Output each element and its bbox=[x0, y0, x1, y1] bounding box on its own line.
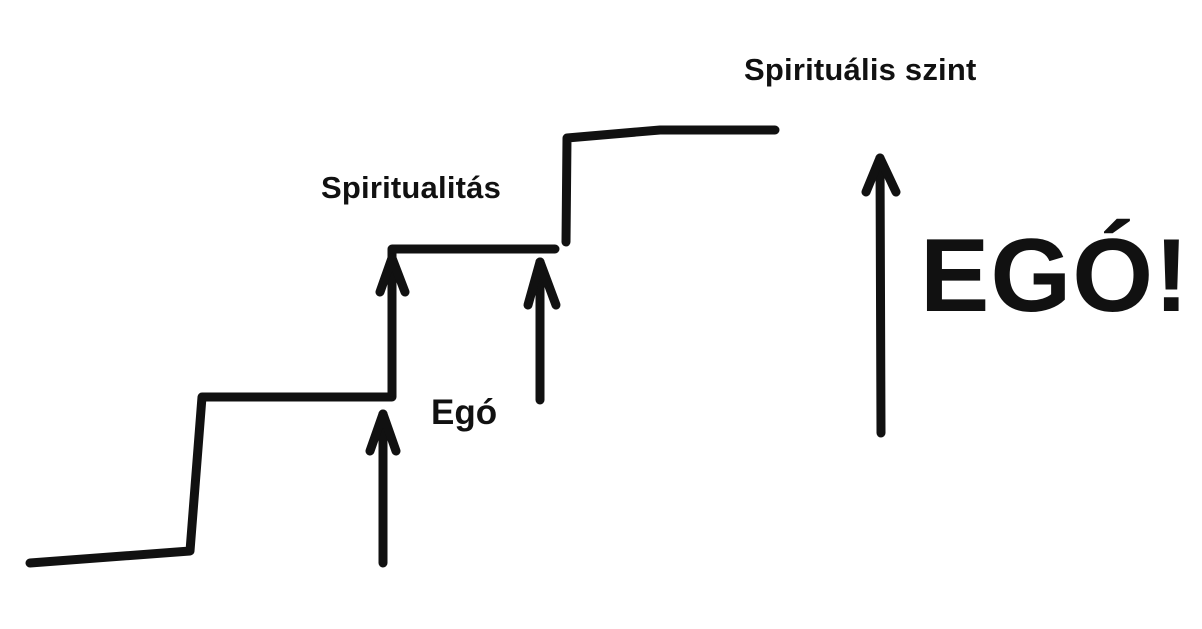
label-top-level: Spirituális szint bbox=[744, 52, 977, 87]
arrow-up-icon bbox=[365, 409, 401, 568]
staircase-line bbox=[25, 125, 780, 568]
label-middle-level: Spiritualitás bbox=[321, 170, 502, 205]
arrow-up-icon bbox=[523, 257, 561, 405]
arrow-up-icon bbox=[861, 153, 901, 438]
label-ego-small: Egó bbox=[431, 393, 498, 432]
label-ego-big: EGÓ! bbox=[920, 218, 1190, 334]
arrow-up-icon bbox=[375, 253, 410, 397]
